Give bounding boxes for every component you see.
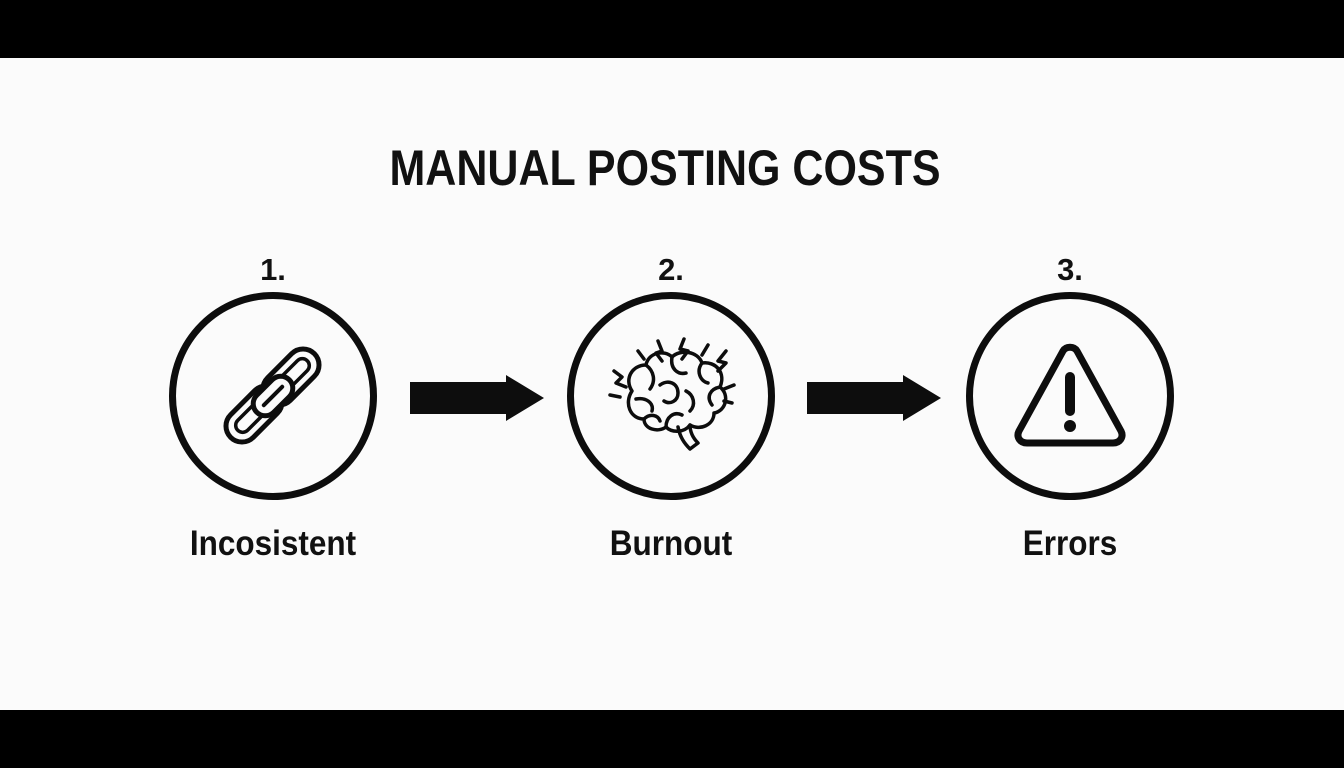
chain-link-icon: [223, 346, 322, 445]
step-circle: [966, 292, 1174, 500]
step-number: 2.: [658, 252, 684, 287]
warning-triangle-icon: [1014, 343, 1126, 447]
page-title: MANUAL POSTING COSTS: [389, 140, 941, 196]
step-circle: [169, 292, 377, 500]
letterbox-bottom: [0, 710, 1344, 768]
brain-icon: [608, 337, 736, 451]
step-1: 1. Incosistent: [143, 252, 403, 582]
step-label: Incosistent: [189, 524, 357, 563]
arrow-right-icon: [807, 375, 941, 421]
step-label: Errors: [1022, 524, 1118, 563]
step-number: 3.: [1057, 252, 1083, 287]
arrow-right-icon: [410, 375, 544, 421]
step-circle: [567, 292, 775, 500]
step-number: 1.: [260, 252, 286, 287]
letterbox-top: [0, 0, 1344, 58]
step-3: 3. Errors: [940, 252, 1200, 582]
step-2: 2.: [541, 252, 801, 582]
step-label: Burnout: [609, 524, 733, 563]
